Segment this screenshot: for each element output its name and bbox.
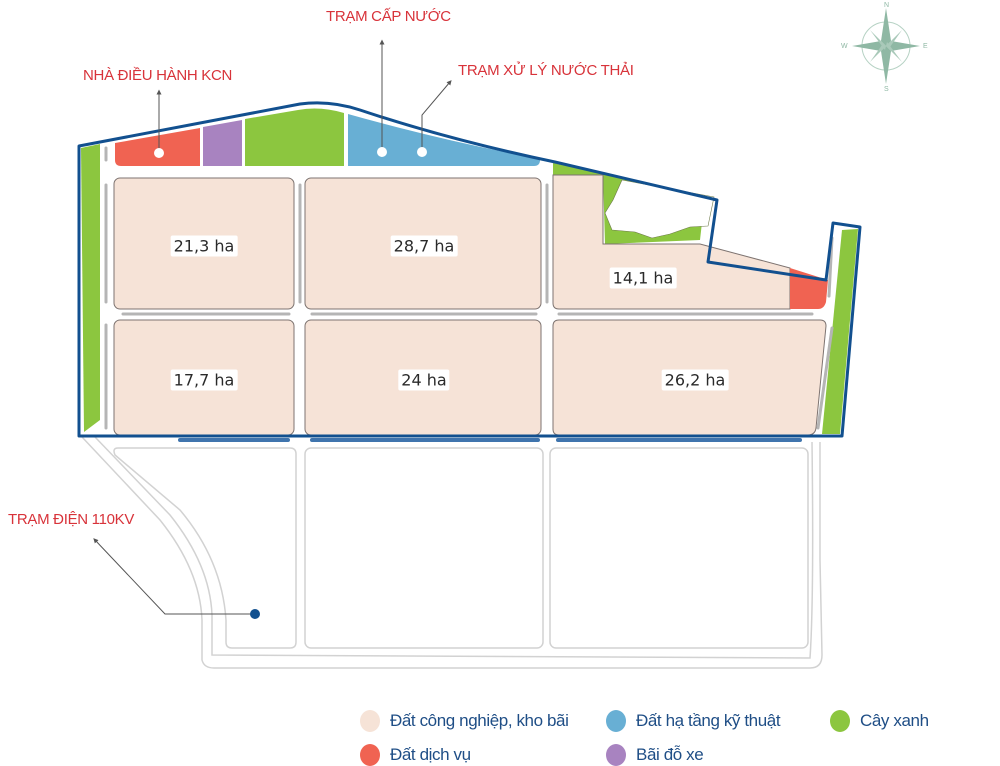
- service-admin-plot: [115, 128, 200, 166]
- road-medians: [104, 146, 834, 430]
- callout-water-supply: TRẠM CẤP NƯỚC: [326, 8, 451, 25]
- callout-dots: [154, 147, 427, 158]
- substation-dot: [250, 609, 260, 619]
- wastewater-dot: [417, 147, 427, 157]
- service-swatch-icon: [360, 744, 380, 766]
- green-strip-east: [822, 229, 858, 434]
- expansion-area: [81, 436, 823, 669]
- compass-west: W: [841, 43, 848, 50]
- expansion-plot-3: [549, 447, 809, 649]
- legend-item-industrial: Đất công nghiệp, kho bãi: [360, 710, 569, 732]
- callout-substation: TRẠM ĐIỆN 110KV: [8, 511, 135, 528]
- green-swatch-icon: [830, 710, 850, 732]
- callout-leaders: [93, 39, 452, 615]
- plot-5-area: 24 ha: [398, 369, 450, 391]
- legend-item-parking: Bãi đỗ xe: [606, 744, 704, 766]
- legend-item-green: Cây xanh: [830, 710, 929, 732]
- compass-north: N: [884, 2, 889, 9]
- industrial-swatch-icon: [360, 710, 380, 732]
- legend-item-infrastructure: Đất hạ tầng kỹ thuật: [606, 710, 781, 732]
- plot-4-area: 17,7 ha: [170, 369, 238, 391]
- parking-plot: [203, 120, 242, 166]
- parking-swatch-icon: [606, 744, 626, 766]
- water-supply-dot: [377, 147, 387, 157]
- plot-2-area: 28,7 ha: [390, 235, 458, 257]
- callout-wastewater: TRẠM XỬ LÝ NƯỚC THẢI: [458, 62, 634, 79]
- plot-6-area: 26,2 ha: [661, 369, 729, 391]
- green-strip-west: [81, 144, 100, 432]
- compass-east: E: [923, 43, 928, 50]
- legend: Đất công nghiệp, kho bãi Đất hạ tầng kỹ …: [360, 708, 1000, 766]
- compass-south: S: [884, 86, 889, 93]
- infrastructure-plot: [348, 114, 540, 166]
- boundary-outline: [77, 101, 862, 438]
- plot-3-area: 14,1 ha: [609, 267, 677, 289]
- green-ne-white-cutout: [604, 179, 715, 239]
- compass-rose-icon: N S E W: [841, 2, 928, 93]
- green-plot-top: [245, 108, 344, 166]
- infrastructure-swatch-icon: [606, 710, 626, 732]
- legend-item-service: Đất dịch vụ: [360, 744, 471, 766]
- plot-1-area: 21,3 ha: [170, 235, 238, 257]
- admin-building-dot: [154, 148, 164, 158]
- industrial-plots: [113, 174, 827, 436]
- expansion-plot-2: [304, 447, 544, 649]
- callout-admin-building: NHÀ ĐIỀU HÀNH KCN: [83, 67, 233, 84]
- expansion-plot-1: [113, 447, 297, 649]
